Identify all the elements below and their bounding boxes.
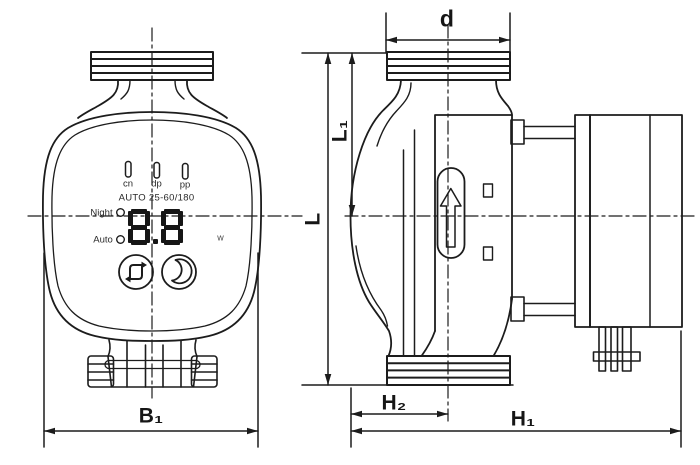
auto-led-circle <box>115 234 125 244</box>
dimension-label-b1: B₁ <box>138 404 164 428</box>
electrical-connector <box>592 326 641 372</box>
front-display-panel <box>115 160 189 244</box>
indicator-label-cn: cn <box>122 178 134 190</box>
dimension-label-l: L <box>301 212 325 226</box>
indicator-bar-dp <box>153 161 161 179</box>
flow-direction-indicator <box>436 167 466 259</box>
dimension-label-h1: H₁ <box>510 407 536 431</box>
dimension-label-d: d <box>439 5 455 32</box>
indicator-label-dp: dp <box>151 178 162 190</box>
side-centerlines <box>344 24 699 422</box>
front-buttons <box>118 254 197 290</box>
moon-icon <box>171 258 193 285</box>
indicator-label-pp: pp <box>179 179 191 191</box>
front-top-flange <box>90 51 214 81</box>
dimension-d <box>385 12 511 53</box>
indicator-bar-pp <box>181 162 189 180</box>
dimension-b1 <box>43 252 259 448</box>
side-volute <box>349 79 513 357</box>
cycle-icon <box>125 261 147 283</box>
night-mode-button <box>161 254 197 290</box>
seven-segment-display <box>128 209 183 245</box>
model-text: AUTO 25-60/180 <box>118 191 195 203</box>
dimension-l-l1 <box>301 52 514 386</box>
front-union-nut <box>87 339 218 388</box>
dimension-h1-h2 <box>350 330 682 448</box>
side-view <box>301 12 699 448</box>
dimension-label-l1: L₁ <box>328 119 352 143</box>
night-label: Night <box>90 206 113 218</box>
front-body <box>42 111 262 342</box>
mode-cycle-button <box>118 254 154 290</box>
dimension-label-h2: H₂ <box>381 391 407 415</box>
auto-label: Auto <box>93 233 113 245</box>
front-view <box>27 27 303 448</box>
side-top-flange <box>386 51 511 81</box>
night-led-circle <box>115 207 125 217</box>
side-bolts <box>510 119 576 322</box>
front-neck <box>77 79 228 119</box>
watt-unit-label: w <box>217 232 224 242</box>
side-motor-housing <box>574 114 683 328</box>
flow-arrow-up-icon <box>439 187 462 248</box>
indicator-bar-cn <box>124 160 132 178</box>
